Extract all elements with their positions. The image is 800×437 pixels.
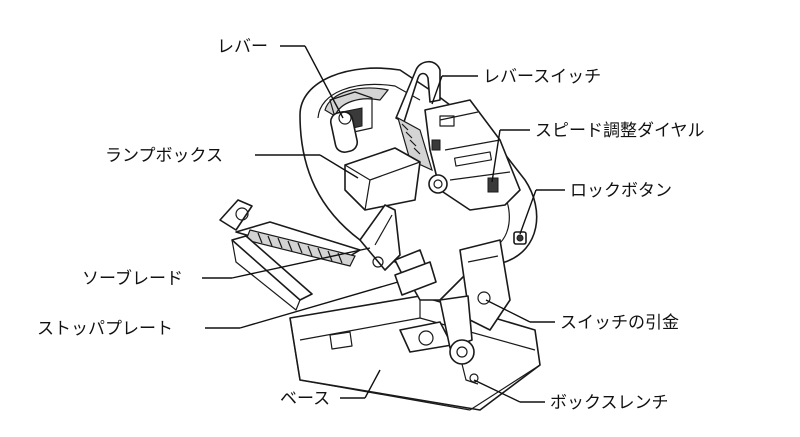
- leader-lamp-box-diag: [319, 154, 359, 179]
- leader-lever-switch-diag: [431, 75, 443, 105]
- label-speed-dial: スピード調整ダイヤル: [535, 121, 705, 141]
- leader-lines: [202, 45, 565, 403]
- stopper-plate-part: [394, 261, 437, 296]
- label-base: ベース: [280, 389, 330, 409]
- label-lever-switch: レバースイッチ: [483, 67, 601, 87]
- lamp-box-part: [344, 147, 421, 211]
- callout-labels: レバー レバースイッチ スピード調整ダイヤル ランプボックス ロックボタン ソー…: [37, 37, 705, 413]
- leader-lever-diag: [304, 45, 344, 119]
- label-stopper-plate: ストッパプレート: [37, 319, 173, 339]
- leader-speed-dial-diag: [491, 129, 501, 183]
- label-lock-button: ロックボタン: [570, 181, 672, 201]
- leader-stopper-plate-diag: [239, 281, 399, 329]
- pivot-frame: [439, 239, 511, 385]
- label-lever: レバー: [217, 37, 268, 57]
- motor-housing: [424, 99, 521, 211]
- handle-part: [395, 60, 441, 172]
- label-switch-trigger: スイッチの引金: [560, 313, 679, 333]
- label-box-wrench: ボックスレンチ: [550, 393, 669, 413]
- leader-saw-blade-diag: [231, 247, 371, 279]
- leader-switch-trigger-diag: [485, 299, 531, 323]
- leader-lock-button-diag: [519, 189, 537, 235]
- leader-base-diag: [364, 369, 381, 399]
- leader-box-wrench-diag: [473, 379, 521, 403]
- label-lamp-box: ランプボックス: [105, 146, 223, 166]
- bandsaw-illustration: [219, 60, 541, 411]
- label-saw-blade: ソーブレード: [82, 268, 183, 289]
